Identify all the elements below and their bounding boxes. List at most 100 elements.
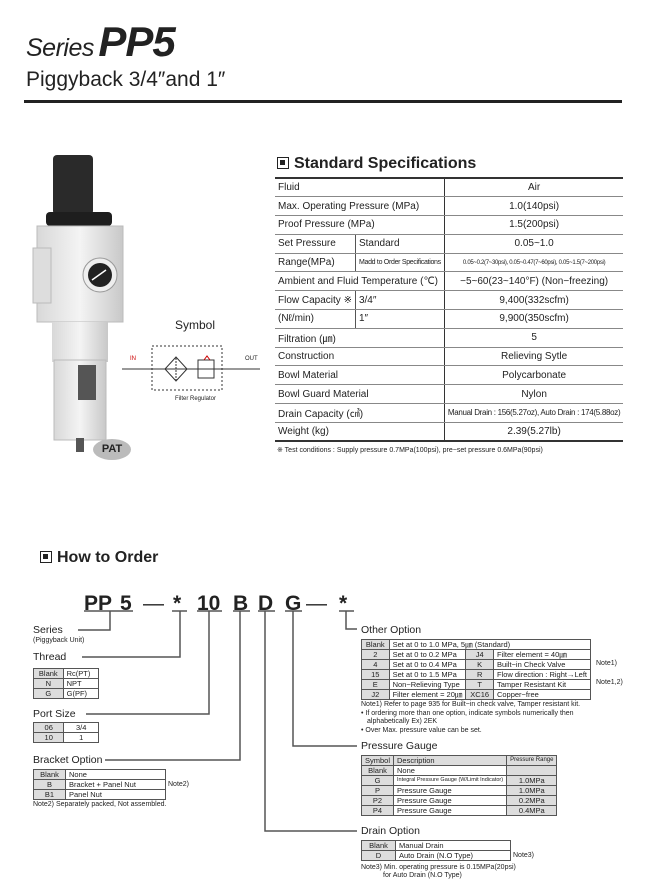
spec-label: Filtration (㎛) <box>275 328 445 348</box>
square-bullet-icon <box>40 551 52 563</box>
other-note: Note1) Refer to page 935 for Built−in ch… <box>361 701 581 708</box>
spec-label: Weight (kg) <box>275 422 445 442</box>
option-desc: Auto Drain (N.O Type) <box>395 850 511 861</box>
spec-value: 5 <box>443 328 624 348</box>
option-desc: Integral Pressure Gauge (W/Limit Indicat… <box>393 775 508 786</box>
specs-title: Standard Specifications <box>294 155 477 172</box>
bracket-side-note: Note2) <box>168 781 190 788</box>
series-word: Series <box>26 34 94 62</box>
option-desc: None <box>393 765 508 776</box>
spec-label: Bowl Material <box>275 365 445 386</box>
option-code: B <box>33 779 66 790</box>
column-header: Symbol <box>360 755 395 766</box>
code-dash: — <box>143 592 164 615</box>
test-conditions-note: ※ Test conditions : Supply pressure 0.7M… <box>277 447 543 454</box>
spec-label: Ambient and Fluid Temperature (℃) <box>275 271 445 292</box>
code-other: * <box>339 592 348 615</box>
option-code: Blank <box>33 769 66 780</box>
spec-value: 0.05~0.2(7~30psi), 0.05~0.47(7~60psi), 0… <box>443 253 624 273</box>
option-desc: 1 <box>63 732 99 743</box>
spec-row: Drain Capacity (㎤)Manual Drain : 156(5.2… <box>275 403 624 423</box>
spec-label: Bowl Guard Material <box>275 384 445 405</box>
product-image <box>32 155 124 452</box>
order-heading: How to Order <box>40 549 158 567</box>
thread-label: Thread <box>33 651 67 663</box>
spec-sublabel: 1″ <box>354 309 445 329</box>
symbol-out-label: OUT <box>245 356 258 362</box>
option-code: Blank <box>361 840 396 851</box>
spec-label: Proof Pressure (MPa) <box>275 215 445 235</box>
spec-label: Max. Operating Pressure (MPa) <box>275 196 445 217</box>
spec-label: Drain Capacity (㎤) <box>275 403 445 423</box>
spec-sublabel: Madd to Order Specifications <box>354 253 445 273</box>
option-code: 10 <box>32 732 65 743</box>
spec-label: (Nℓ/min) <box>275 309 356 329</box>
other-side-note-1: Note1) <box>596 660 618 667</box>
code-gauge: G <box>285 592 302 615</box>
other-note: alphabetically Ex) 2EK <box>367 718 438 725</box>
pressure-range <box>506 765 558 776</box>
option-desc: Non−Relieving Type <box>388 679 467 690</box>
spec-label: Range(MPa) <box>275 253 356 273</box>
option-code: G <box>360 775 395 786</box>
option-code: D <box>361 850 396 861</box>
spec-sublabel: 3/4″ <box>354 290 445 311</box>
option-desc: Pressure Gauge <box>393 785 508 796</box>
spec-value: 1.0(140psi) <box>443 196 624 217</box>
other-note: • If ordering more than one option, indi… <box>361 710 574 717</box>
filter-regulator-symbol <box>122 345 260 391</box>
drain-note: for Auto Drain (N.O Type) <box>383 872 462 879</box>
option-desc: Pressure Gauge <box>393 805 508 816</box>
code-series: PP <box>84 592 113 615</box>
option-code: XC16 <box>465 689 494 700</box>
model-name: PP5 <box>98 18 175 65</box>
option-code: E <box>361 679 390 690</box>
spec-value: −5~60(23~140°F) (Non−freezing) <box>443 271 624 292</box>
port-size-label: Port Size <box>33 708 76 720</box>
option-desc: Built−in Check Valve <box>492 659 592 670</box>
option-code: Blank <box>360 765 395 776</box>
option-code: 15 <box>361 669 390 680</box>
option-code: 06 <box>32 722 65 733</box>
option-code: J4 <box>465 649 494 660</box>
bracket-label: Bracket Option <box>33 754 103 766</box>
code-dash: — <box>306 592 327 615</box>
series-note: (Piggyback Unit) <box>33 637 85 644</box>
spec-row: Ambient and Fluid Temperature (℃)−5~60(2… <box>275 271 624 292</box>
option-desc: Rc(PT) <box>62 668 100 679</box>
drain-note: Note3) Min. operating pressure is 0.15MP… <box>361 864 516 871</box>
spec-label: Flow Capacity ※ <box>275 290 356 311</box>
bracket-note: Note2) Separately packed, Not assembled. <box>33 801 167 808</box>
code-drain: D <box>258 592 274 615</box>
option-desc: Flow direction : Right→Left <box>492 669 592 680</box>
subtitle: Piggyback 3/4″and 1″ <box>26 68 226 91</box>
order-title: How to Order <box>57 549 159 566</box>
column-header: Pressure Range <box>506 755 558 766</box>
other-side-note-2: Note1,2) <box>596 679 623 686</box>
spec-row: Max. Operating Pressure (MPa)1.0(140psi) <box>275 196 624 217</box>
option-code: T <box>465 679 494 690</box>
code-thread: * <box>173 592 182 615</box>
option-desc: Set at 0 to 1.5 MPa <box>388 669 467 680</box>
spec-label: Set Pressure <box>275 234 356 254</box>
option-code: R <box>465 669 494 680</box>
spec-value: 1.5(200psi) <box>443 215 624 235</box>
spec-row: Weight (kg)2.39(5.27lb) <box>275 422 624 442</box>
spec-row: (Nℓ/min)1″9,900(350scfm) <box>275 309 624 329</box>
option-desc: G(PF) <box>62 688 100 699</box>
spec-value: Relieving Sytle <box>443 347 624 367</box>
option-code: Blank <box>33 668 64 679</box>
specs-heading: Standard Specifications <box>277 155 476 173</box>
series-title: Series PP5 <box>26 18 176 66</box>
